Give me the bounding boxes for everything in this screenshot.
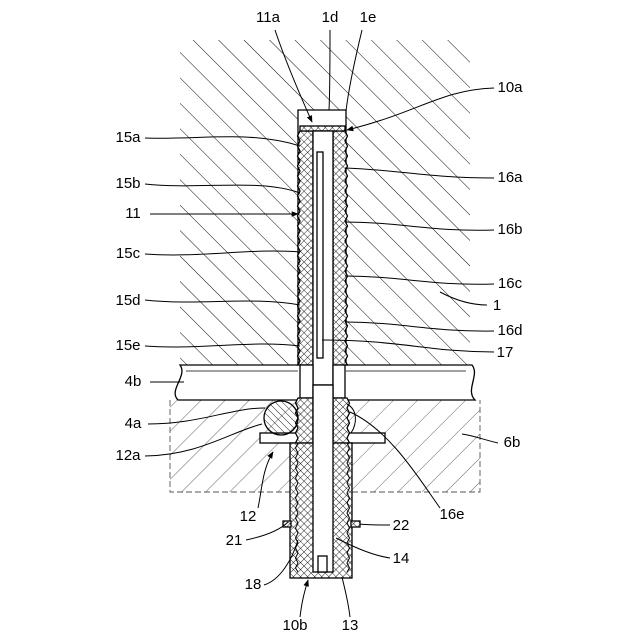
leader-13 bbox=[342, 577, 350, 617]
label-13: 13 bbox=[342, 617, 359, 634]
leader-10b bbox=[300, 580, 308, 617]
bottom-recess-13 bbox=[318, 556, 327, 572]
label-18: 18 bbox=[245, 576, 262, 593]
pin-11 bbox=[298, 126, 348, 398]
label-15c: 15c bbox=[116, 245, 141, 262]
pin-mid-right-wall bbox=[333, 365, 345, 398]
label-12: 12 bbox=[240, 508, 257, 525]
leader-22 bbox=[360, 524, 390, 525]
label-15e: 15e bbox=[115, 337, 140, 354]
label-1d: 1d bbox=[322, 9, 339, 26]
label-4b: 4b bbox=[125, 373, 142, 390]
pin-top-cap bbox=[300, 126, 345, 131]
label-15d: 15d bbox=[115, 292, 140, 309]
label-17: 17 bbox=[497, 344, 514, 361]
pin-lower-bore bbox=[313, 385, 333, 572]
label-11: 11 bbox=[125, 205, 141, 222]
label-15b: 15b bbox=[115, 175, 140, 192]
label-16b: 16b bbox=[497, 221, 522, 238]
tab-22 bbox=[351, 521, 360, 527]
pin-upper-right-wall bbox=[333, 131, 348, 365]
ball-4a bbox=[264, 401, 298, 435]
label-11a: 11a bbox=[256, 9, 281, 26]
pin-upper-left-wall bbox=[298, 131, 314, 365]
label-15a: 15a bbox=[115, 129, 141, 146]
tab-21 bbox=[283, 521, 291, 527]
label-22: 22 bbox=[393, 517, 410, 534]
pin-lower-right-wall bbox=[333, 398, 350, 443]
label-16e: 16e bbox=[439, 506, 464, 523]
label-1: 1 bbox=[493, 297, 501, 314]
slot-17 bbox=[317, 152, 323, 358]
label-21: 21 bbox=[226, 532, 243, 549]
label-12a: 12a bbox=[115, 447, 141, 464]
label-16c: 16c bbox=[498, 275, 523, 292]
label-4a: 4a bbox=[125, 415, 142, 432]
label-16a: 16a bbox=[497, 169, 523, 186]
label-10b: 10b bbox=[282, 617, 307, 634]
label-1e: 1e bbox=[360, 9, 377, 26]
label-16d: 16d bbox=[497, 322, 522, 339]
label-6b: 6b bbox=[504, 434, 521, 451]
label-14: 14 bbox=[393, 550, 410, 567]
pin-mid-left-wall bbox=[300, 365, 313, 398]
label-10a: 10a bbox=[497, 79, 523, 96]
